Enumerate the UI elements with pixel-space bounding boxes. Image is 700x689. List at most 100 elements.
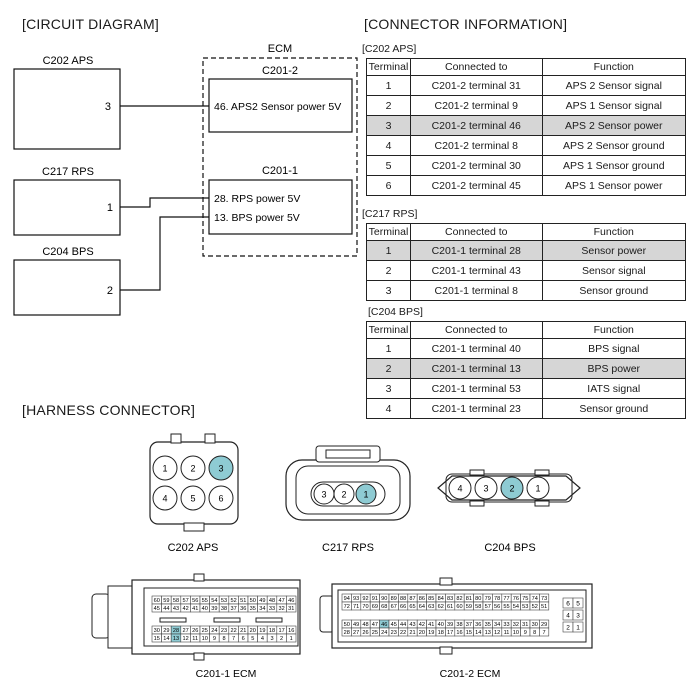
bps-pin-4-label: 4	[457, 484, 462, 494]
ecm2-pin-label: 25	[372, 630, 378, 636]
ecm2-pin-label: 20	[419, 630, 425, 636]
bps-pin-2	[500, 476, 524, 500]
rps-pin-2	[333, 483, 355, 505]
ecm2-pin-label: 16	[456, 630, 462, 636]
cell-terminal: 2	[366, 358, 411, 379]
ecm1-pin-label: 42	[182, 606, 188, 612]
ecm1-pin-label: 59	[163, 598, 169, 604]
ecm1-pin-label: 26	[192, 628, 198, 634]
ecm2-side-pin-label: 3	[576, 613, 580, 620]
ecm1-pin-label: 51	[240, 598, 246, 604]
ecm2-side-pin-label: 2	[566, 625, 570, 632]
aps-pin-6	[208, 485, 234, 511]
ecm2-pin-label: 49	[353, 622, 359, 628]
cell-terminal: 5	[366, 155, 411, 176]
ecm1-pin-label: 32	[278, 606, 284, 612]
ecm2-pin-label: 94	[344, 596, 350, 602]
ecm1-pin-label: 19	[259, 628, 265, 634]
aps-pin-5	[180, 485, 206, 511]
ecm1-pin-label: 34	[259, 606, 265, 612]
cell-terminal: 2	[366, 95, 411, 116]
cell-function: APS 2 Sensor signal	[541, 75, 687, 96]
cell-function: Sensor ground	[541, 280, 687, 301]
ecm2-pin-label: 28	[344, 630, 350, 636]
ecm2-pin-label: 30	[532, 622, 538, 628]
ecm2-pin-label: 40	[438, 622, 444, 628]
ecm1-pin-label: 36	[240, 606, 246, 612]
cell-function: Sensor signal	[541, 260, 687, 281]
ecm2-pin-label: 43	[409, 622, 415, 628]
rps-box	[13, 179, 121, 236]
ecm2-pin-label: 87	[409, 596, 415, 602]
ecm2-pin-label: 31	[522, 622, 528, 628]
ecm2-pin-label: 52	[532, 604, 538, 610]
ecm2-pin-label: 10	[513, 630, 519, 636]
cell-connected-to: C201-1 terminal 8	[409, 280, 543, 301]
aps-pin-1-label: 1	[162, 464, 167, 474]
c2011-name: C201-1	[262, 165, 298, 177]
ecm2-pin-label: 56	[494, 604, 500, 610]
ecm2-pin-label: 74	[532, 596, 538, 602]
ecm2-pin-label: 39	[447, 622, 453, 628]
cell-function: BPS power	[541, 358, 687, 379]
ecm2-pin-label: 9	[524, 630, 527, 636]
ecm1-pin-label: 1	[290, 636, 293, 642]
ecm2-pin-label: 71	[353, 604, 359, 610]
ecm2-pin-label: 46	[381, 622, 387, 628]
ecm2-pin-label: 90	[381, 596, 387, 602]
ecm1-pin-label: 38	[221, 606, 227, 612]
cell-connected-to: C201-2 terminal 31	[409, 75, 543, 96]
c2011-line1: 28. RPS power 5V	[214, 193, 300, 205]
c2012-line: 46. APS2 Sensor power 5V	[214, 101, 341, 113]
ecm2-side-pin-label: 4	[566, 613, 570, 620]
ecm1-pin-label: 17	[278, 628, 284, 634]
aps-box	[13, 68, 121, 150]
ecm1-pin-label: 49	[259, 598, 265, 604]
harness-c2011-label: C201-1 ECM	[196, 668, 257, 680]
cell-function: APS 1 Sensor signal	[541, 95, 687, 116]
ecm-label: ECM	[268, 43, 292, 55]
cell-terminal: 6	[366, 175, 411, 196]
ecm1-pin-label: 53	[221, 598, 227, 604]
ecm1-pin-label: 10	[202, 636, 208, 642]
ecm1-pin-label: 57	[182, 598, 188, 604]
ecm2-pin-label: 38	[456, 622, 462, 628]
ecm1-pin-label: 39	[211, 606, 217, 612]
table-header-row: Terminal Connected to Function	[366, 321, 687, 339]
cell-function: APS 1 Sensor power	[541, 175, 687, 196]
ecm2-pin-label: 53	[522, 604, 528, 610]
cell-terminal: 1	[366, 75, 411, 96]
ecm2-pin-label: 21	[409, 630, 415, 636]
cell-terminal: 2	[366, 260, 411, 281]
ecm1-pin-label: 12	[182, 636, 188, 642]
ecm2-pin-label: 44	[400, 622, 406, 628]
ecm1-pin-label: 45	[154, 606, 160, 612]
bps-pin-4	[448, 476, 472, 500]
ecm2-pin-label: 37	[466, 622, 472, 628]
cell-connected-to: C201-1 terminal 40	[409, 338, 543, 359]
ecm2-pin-label: 73	[541, 596, 547, 602]
ecm2-pin-label: 12	[494, 630, 500, 636]
ecm2-pin-label: 33	[503, 622, 509, 628]
ecm1-pin-label: 8	[222, 636, 225, 642]
ecm2-pin-label: 24	[381, 630, 387, 636]
ecm2-side-pin-label: 1	[576, 625, 580, 632]
cell-function: BPS signal	[541, 338, 687, 359]
header-function: Function	[541, 223, 687, 241]
ecm1-pin-label: 30	[154, 628, 160, 634]
ecm2-pin-label: 81	[466, 596, 472, 602]
cell-terminal: 4	[366, 398, 411, 419]
harness-connector-heading: [HARNESS CONNECTOR]	[22, 402, 196, 418]
cell-connected-to: C201-2 terminal 30	[409, 155, 543, 176]
bps-pin-2-label: 2	[509, 484, 514, 494]
ecm2-pin-label: 83	[447, 596, 453, 602]
ecm1-pin-label: 22	[230, 628, 236, 634]
